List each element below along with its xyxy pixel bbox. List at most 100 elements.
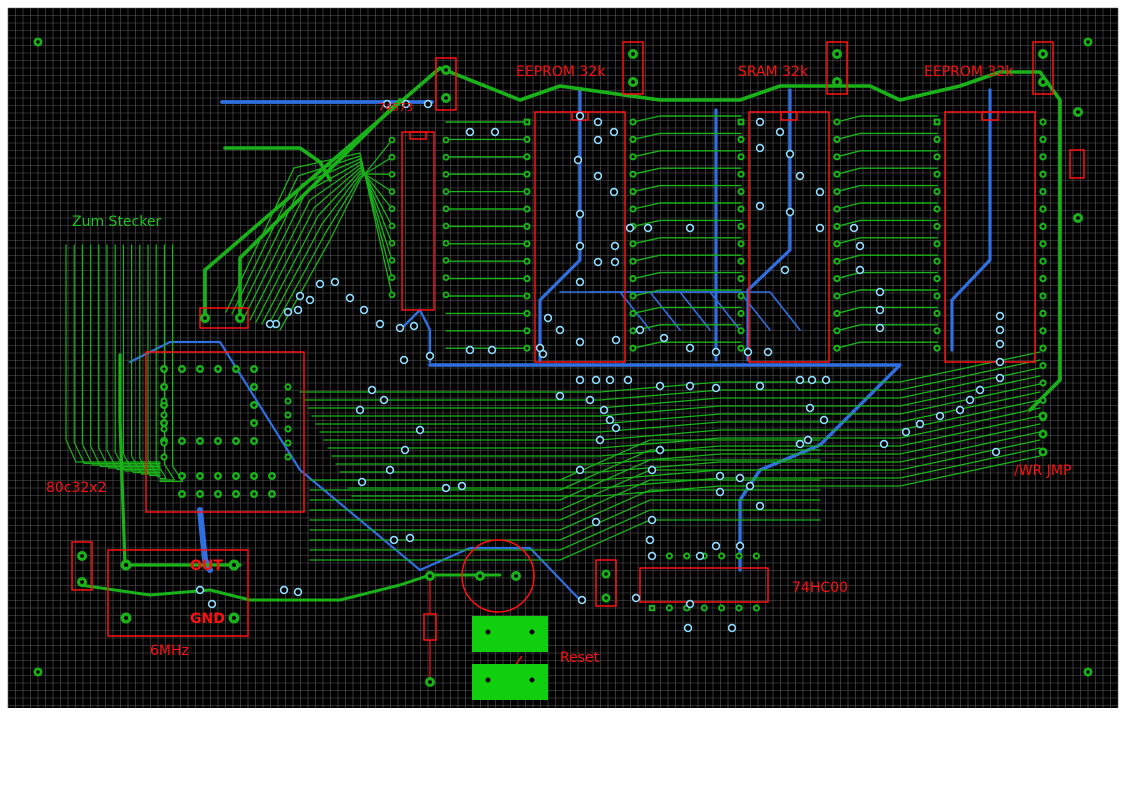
reset-label: Reset <box>560 650 600 666</box>
bus-trace <box>632 271 742 280</box>
via <box>735 541 745 551</box>
pad-hole <box>444 190 448 194</box>
pad-hole <box>180 492 184 496</box>
pad-hole <box>739 155 743 159</box>
addr-bus-trace <box>309 489 821 531</box>
connector-label: Zum Stecker <box>72 214 162 230</box>
pad-hole <box>631 137 635 141</box>
pad-hole <box>1086 40 1090 44</box>
fanout-trace <box>243 161 393 319</box>
pad-hole <box>631 190 635 194</box>
via <box>385 465 395 475</box>
via <box>465 345 475 355</box>
via <box>715 487 725 497</box>
pad-hole <box>631 80 635 84</box>
pad-hole <box>739 120 743 124</box>
mcu-outline <box>145 351 305 513</box>
via <box>593 135 603 145</box>
via <box>555 391 565 401</box>
pad-hole <box>525 277 529 281</box>
via <box>795 439 805 449</box>
pad-hole <box>631 207 635 211</box>
component-pads <box>33 37 1093 700</box>
via <box>821 375 831 385</box>
via <box>379 395 389 405</box>
via <box>441 483 451 493</box>
via <box>755 117 765 127</box>
bus-trace <box>632 341 742 349</box>
addr-bus-trace <box>309 499 821 541</box>
pad-hole <box>444 224 448 228</box>
bottom-trace-osc <box>197 507 213 573</box>
osc-outline <box>107 549 249 637</box>
via <box>611 423 621 433</box>
via <box>995 373 1005 383</box>
pad-hole <box>390 276 394 280</box>
gate-cap-outline <box>595 559 617 607</box>
pad-hole <box>216 439 220 443</box>
via <box>367 385 377 395</box>
via <box>279 585 289 595</box>
pad-hole <box>444 207 448 211</box>
pad-hole <box>180 367 184 371</box>
via <box>195 585 205 595</box>
via <box>995 339 1005 349</box>
pad-hole <box>1041 155 1045 159</box>
via <box>573 155 583 165</box>
pad-hole <box>270 492 274 496</box>
via <box>683 623 693 633</box>
pad-hole <box>631 294 635 298</box>
pad-hole <box>720 606 724 610</box>
addr-bus-trace <box>309 469 821 511</box>
pad-hole <box>252 403 256 407</box>
pad-hole <box>444 258 448 262</box>
bus-trace <box>836 184 938 193</box>
pad-hole <box>1076 110 1080 114</box>
via <box>555 325 565 335</box>
fanout-trace <box>249 164 393 321</box>
bus-trace <box>632 237 742 245</box>
pad-hole <box>390 241 394 245</box>
via <box>355 405 365 415</box>
pullup-resistor <box>1069 149 1085 179</box>
pad-hole <box>231 615 237 621</box>
pad-hole <box>1041 432 1045 436</box>
pad-hole <box>631 242 635 246</box>
via <box>359 305 369 315</box>
pad-hole <box>935 155 939 159</box>
power-trace-2 <box>238 98 402 320</box>
via <box>345 293 355 303</box>
pad-hole <box>604 596 608 600</box>
pad-hole <box>935 207 939 211</box>
pad-hole <box>216 492 220 496</box>
pad-hole <box>739 207 743 211</box>
pad-hole <box>36 670 40 674</box>
via <box>605 415 615 425</box>
via <box>855 241 865 251</box>
pad-hole <box>650 606 654 610</box>
pad-hole <box>525 311 529 315</box>
pad-hole <box>835 52 839 56</box>
pad-hole <box>835 172 839 176</box>
eeprom2-notch <box>981 111 999 121</box>
addr-bus-trace <box>309 459 821 501</box>
via <box>645 535 655 545</box>
pad-hole <box>685 554 689 558</box>
via <box>595 435 605 445</box>
pad-hole <box>835 155 839 159</box>
via <box>609 187 619 197</box>
pad-hole <box>935 311 939 315</box>
pad-hole <box>935 277 939 281</box>
pad-hole <box>286 441 290 445</box>
via <box>357 477 367 487</box>
pad-hole <box>1041 294 1045 298</box>
pad-hole <box>935 259 939 263</box>
fanout-trace <box>231 155 393 315</box>
pad-hole <box>80 554 84 558</box>
pad-hole <box>935 172 939 176</box>
pad-hole <box>1076 216 1080 220</box>
pad-hole <box>631 155 635 159</box>
pad-hole <box>216 367 220 371</box>
pad-hole <box>604 572 608 576</box>
via <box>265 319 275 329</box>
